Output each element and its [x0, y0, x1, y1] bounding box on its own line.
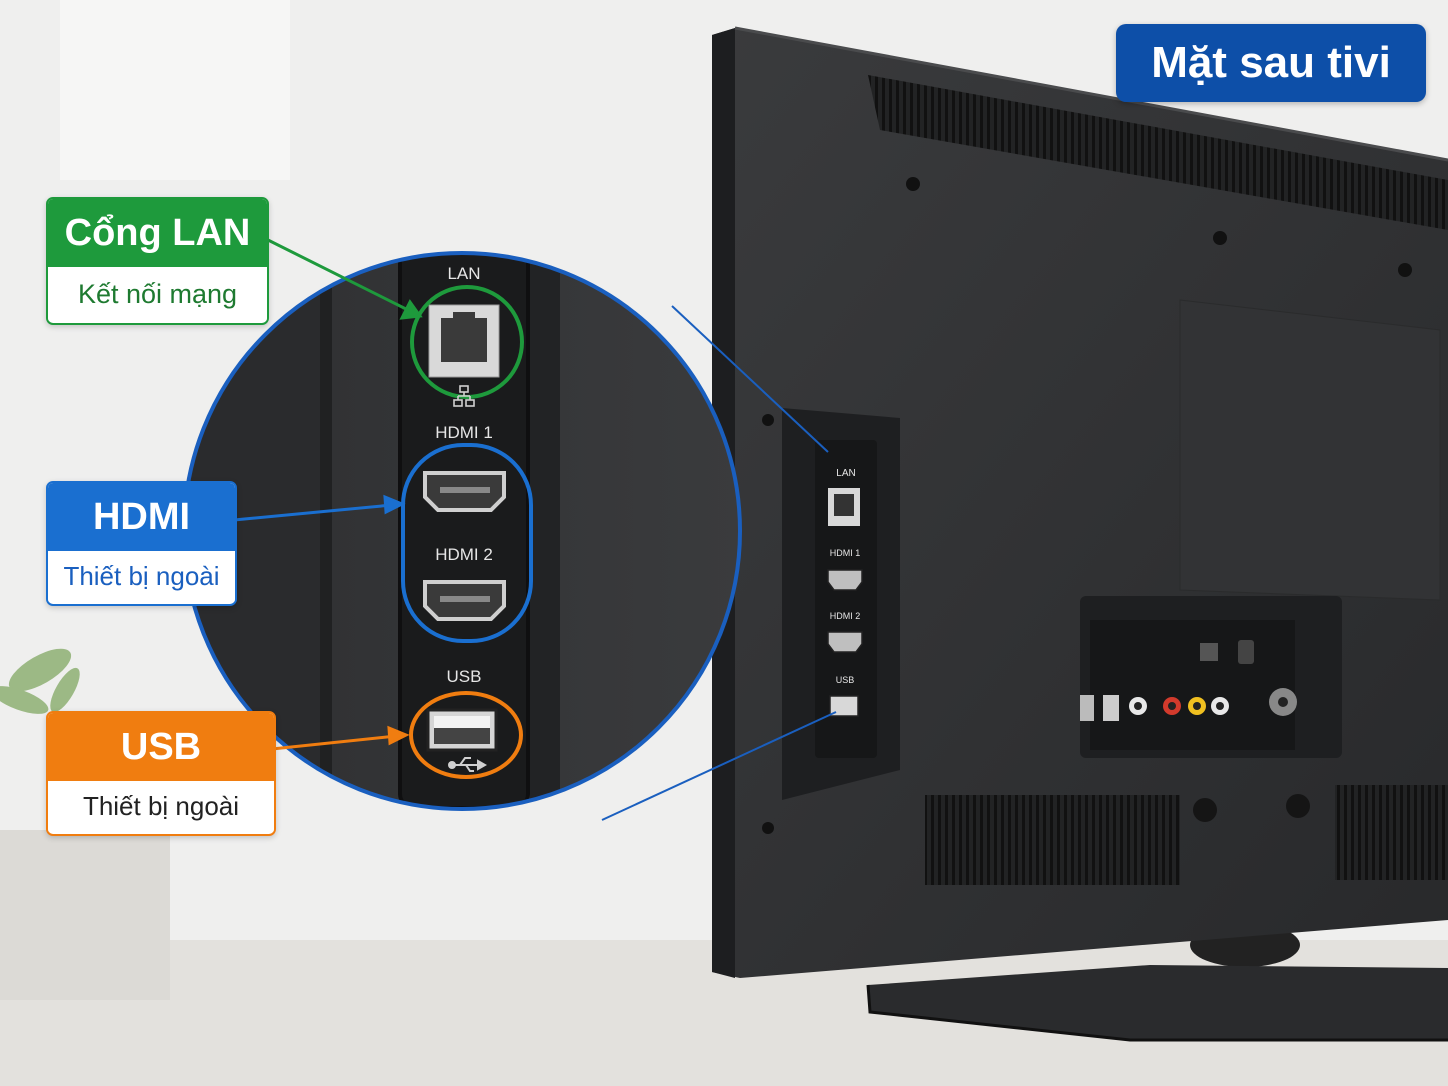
callout-arrows — [233, 236, 423, 751]
usb-callout: USB Thiết bị ngoài — [46, 711, 276, 836]
lan-callout: Cổng LAN Kết nối mạng — [46, 197, 269, 325]
tv-hdmi2-port — [827, 631, 863, 653]
rear-tv-title-badge: Mặt sau tivi — [1116, 24, 1426, 102]
lan-callout-subtitle: Kết nối mạng — [48, 267, 267, 321]
tv-usb-port — [829, 695, 859, 717]
tv-lan-port — [828, 488, 860, 526]
usb-symbol-icon — [448, 757, 488, 772]
tv-hdmi1-port — [827, 569, 863, 591]
usb-callout-subtitle: Thiết bị ngoài — [48, 781, 274, 832]
tv-lan-label: LAN — [836, 468, 855, 479]
tv-usb-label: USB — [836, 675, 855, 685]
usb-callout-title: USB — [48, 713, 274, 781]
zoom-lan-port — [428, 304, 500, 378]
hdmi-callout-subtitle: Thiết bị ngoài — [48, 551, 235, 602]
zoom-usb-port — [426, 708, 498, 752]
hdmi-highlight-ring — [401, 443, 533, 643]
tv-side-connector-panel: LAN HDMI 1 HDMI 2 USB — [782, 408, 900, 800]
tv-hdmi2-label: HDMI 2 — [830, 611, 861, 621]
zoom-usb-label: USB — [447, 667, 482, 686]
plant-decoration — [0, 648, 80, 714]
lan-highlight-ring — [410, 285, 524, 399]
side-shelf — [0, 830, 170, 1000]
zoom-hdmi1-label: HDMI 1 — [435, 423, 493, 442]
zoom-hdmi2-label: HDMI 2 — [435, 545, 493, 564]
zoom-leader-lines — [601, 305, 837, 821]
lan-callout-title: Cổng LAN — [48, 199, 267, 267]
hdmi-callout-title: HDMI — [48, 483, 235, 551]
zoom-lan-label: LAN — [447, 264, 480, 283]
window-pane — [60, 0, 290, 180]
usb-highlight-ring — [409, 691, 523, 779]
network-symbol-icon — [453, 385, 475, 407]
hdmi-callout: HDMI Thiết bị ngoài — [46, 481, 237, 606]
tv-hdmi1-label: HDMI 1 — [830, 548, 861, 558]
